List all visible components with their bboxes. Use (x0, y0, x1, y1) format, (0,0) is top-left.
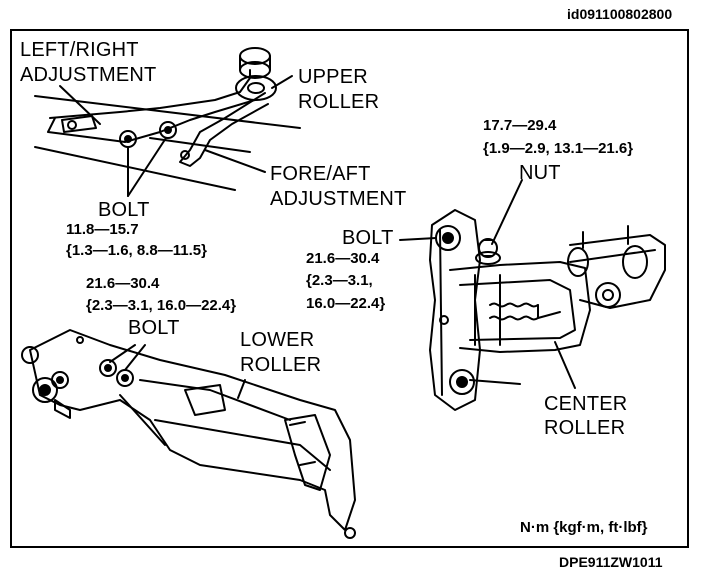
torque-center-bolt-3: 16.0—22.4} (306, 295, 386, 312)
label-fore-aft-1: FORE/AFT (270, 163, 371, 185)
torque-center-bolt-2: {2.3—3.1, (306, 272, 373, 289)
leader-bolt-lower-b (124, 344, 146, 371)
label-bolt-upper: BOLT (98, 199, 150, 221)
label-left-right-2: ADJUSTMENT (20, 64, 157, 86)
label-upper-roller-2: ROLLER (298, 91, 380, 113)
label-lower-roller-1: LOWER (240, 329, 315, 351)
label-bolt-lower: BOLT (128, 317, 180, 339)
label-lower-roller-2: ROLLER (240, 354, 322, 376)
leader-center-roller (554, 341, 576, 389)
image-id: id091100802800 (567, 6, 673, 22)
torque-nut-1: 17.7—29.4 (483, 117, 557, 134)
leader-left-right (59, 85, 101, 125)
diagram-frame (10, 29, 689, 548)
leader-lower-roller (237, 379, 246, 399)
torque-lower-bolt-1: 21.6—30.4 (86, 275, 160, 292)
label-center-roller-1: CENTER (544, 393, 628, 415)
units-note: N·m {kgf·m, ft·lbf} (520, 519, 648, 536)
drawing-code: DPE911ZW1011 (559, 554, 663, 570)
leader-nut (491, 179, 523, 245)
lower-roller-assembly (21, 329, 356, 539)
leader-upper-roller (271, 75, 293, 89)
label-nut: NUT (519, 162, 561, 184)
label-center-roller-2: ROLLER (544, 417, 626, 439)
label-upper-roller-1: UPPER (298, 66, 368, 88)
label-fore-aft-2: ADJUSTMENT (270, 188, 407, 210)
torque-lower-bolt-2: {2.3—3.1, 16.0—22.4} (86, 297, 237, 314)
torque-nut-2: {1.9—2.9, 13.1—21.6} (483, 140, 634, 157)
center-roller-assembly (429, 209, 666, 411)
torque-center-bolt-1: 21.6—30.4 (306, 250, 380, 267)
label-left-right-1: LEFT/RIGHT (20, 39, 139, 61)
leader-bolt-upper-b (127, 137, 167, 197)
leader-bolt-lower-a (109, 344, 136, 363)
leader-fore-aft (204, 149, 266, 173)
leader-bolt-center (399, 237, 437, 241)
torque-upper-bolt-1: 11.8—15.7 (66, 221, 139, 238)
upper-roller-assembly (34, 47, 301, 191)
label-bolt-center: BOLT (342, 227, 394, 249)
torque-upper-bolt-2: {1.3—1.6, 8.8—11.5} (66, 242, 207, 259)
